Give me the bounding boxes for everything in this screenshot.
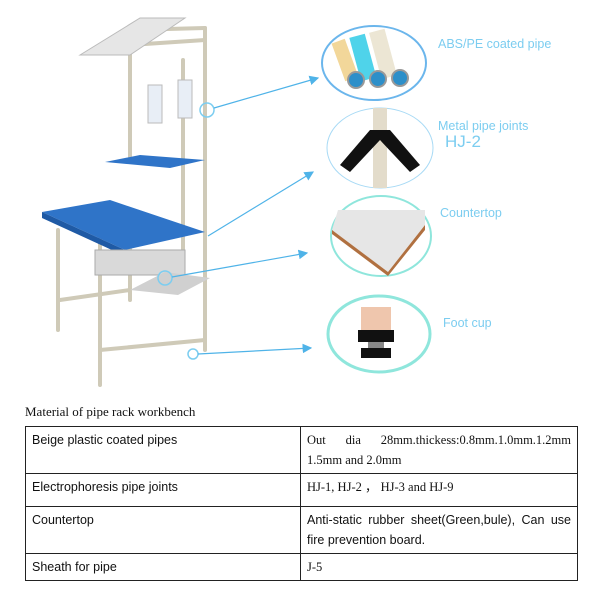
table-row: Countertop Anti-static rubber sheet(Gree…: [25, 506, 578, 554]
countertop-surface: [42, 200, 205, 250]
callout-joint-label: Metal pipe joints: [438, 119, 529, 133]
upper-shelf: [105, 155, 205, 168]
materials-table: Beige plastic coated pipes Out dia 28mm.…: [25, 426, 578, 581]
document-title: Material of pipe rack workbench: [25, 404, 196, 419]
item-cell: Sheath for pipe: [25, 553, 301, 581]
drawer: [94, 249, 186, 276]
foot-cup-photo: [326, 294, 432, 374]
item-cell: Countertop: [25, 506, 301, 554]
item-cell: Electrophoresis pipe joints: [25, 473, 301, 507]
callout-countertop-label: Countertop: [440, 206, 502, 220]
callout-joint-model: HJ-2: [445, 132, 481, 151]
callout-markers: [157, 102, 215, 360]
workbench-illustration: [42, 17, 434, 387]
callout-foot-label: Foot cup: [443, 316, 492, 330]
spec-cell: J-5: [300, 553, 578, 581]
countertop-edge: [42, 212, 125, 256]
pipe-photo: [321, 25, 427, 101]
spec-cell: HJ-1, HJ-2 ， HJ-3 and HJ-9: [300, 473, 578, 507]
joint-photo: [326, 107, 434, 189]
lamp-shelf: [78, 17, 187, 56]
countertop-photo: [330, 195, 432, 277]
callout-arrows: [171, 75, 320, 355]
item-cell: Beige plastic coated pipes: [25, 426, 301, 474]
table-row: Beige plastic coated pipes Out dia 28mm.…: [25, 426, 578, 474]
hanging-card: [177, 79, 193, 119]
spec-cell: Out dia 28mm.thickess:0.8mm.1.0mm.1.2mm …: [300, 426, 578, 474]
spec-cell: Anti-static rubber sheet(Green,bule), Ca…: [300, 506, 578, 554]
callout-pipe-label: ABS/PE coated pipe: [438, 37, 552, 51]
table-row: Sheath for pipe J-5: [25, 553, 578, 581]
table-row: Electrophoresis pipe joints HJ-1, HJ-2 ，…: [25, 473, 578, 507]
hanging-card: [147, 84, 163, 124]
